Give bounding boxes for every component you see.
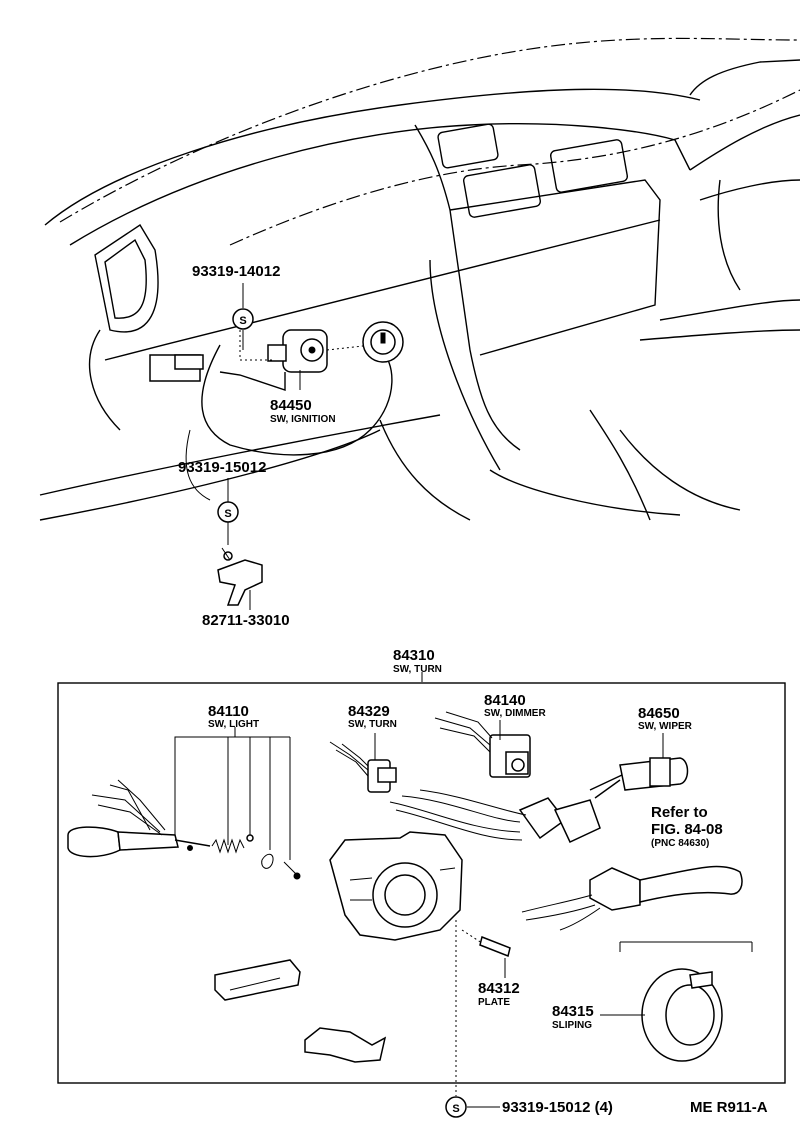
plate-drawing xyxy=(479,935,511,978)
s-mark-3: S xyxy=(452,1103,459,1115)
refer-lever-drawing xyxy=(521,865,753,952)
light-switch-drawing xyxy=(67,727,301,880)
label-plate: PLATE xyxy=(478,997,510,1008)
combination-switch-body xyxy=(329,831,486,1096)
lower-left-parts xyxy=(214,959,387,1063)
label-sw-ignition: SW, IGNITION xyxy=(270,414,336,425)
page-code: ME R911-A xyxy=(690,1099,768,1116)
label-93319-15012-bottom: 93319-15012 (4) xyxy=(502,1099,613,1116)
assembly-box xyxy=(57,682,786,1084)
label-82711-33010: 82711-33010 xyxy=(202,612,290,629)
bracket-drawing xyxy=(217,547,263,606)
label-84140: 84140 xyxy=(484,692,526,709)
label-sliping: SLIPING xyxy=(552,1020,592,1031)
leader-lines-top xyxy=(227,283,423,682)
wiper-switch-drawing xyxy=(589,733,689,799)
label-84310: 84310 xyxy=(393,647,435,664)
label-84450: 84450 xyxy=(270,397,312,414)
label-84315: 84315 xyxy=(552,1003,594,1020)
label-sw-turn: SW, TURN xyxy=(348,719,397,730)
s-marks xyxy=(217,308,467,1118)
s-mark-2: S xyxy=(224,508,231,520)
label-sw-wiper: SW, WIPER xyxy=(638,721,693,732)
turn-switch-drawing xyxy=(329,733,397,793)
label-84110: 84110 xyxy=(208,703,249,720)
dashboard-outline xyxy=(39,37,800,521)
label-93319-14012: 93319-14012 xyxy=(192,263,280,280)
label-sw-light: SW, LIGHT xyxy=(208,719,259,730)
label-fig-84-08: FIG. 84-08 xyxy=(651,821,723,838)
harness-connector-drawing xyxy=(389,789,601,843)
spiral-cable-drawing xyxy=(600,968,723,1062)
label-84329: 84329 xyxy=(348,703,390,720)
label-84312: 84312 xyxy=(478,980,520,997)
label-84650: 84650 xyxy=(638,705,680,722)
label-sw-turn-main: SW, TURN xyxy=(393,664,442,675)
label-refer-to: Refer to xyxy=(651,804,708,821)
label-pnc-84630: (PNC 84630) xyxy=(651,838,709,849)
label-93319-15012-top: 93319-15012 xyxy=(178,459,266,476)
label-sw-dimmer: SW, DIMMER xyxy=(484,708,546,719)
dimmer-switch-drawing xyxy=(434,711,531,778)
s-mark-1: S xyxy=(239,315,246,327)
ignition-switch-drawing xyxy=(149,321,404,391)
